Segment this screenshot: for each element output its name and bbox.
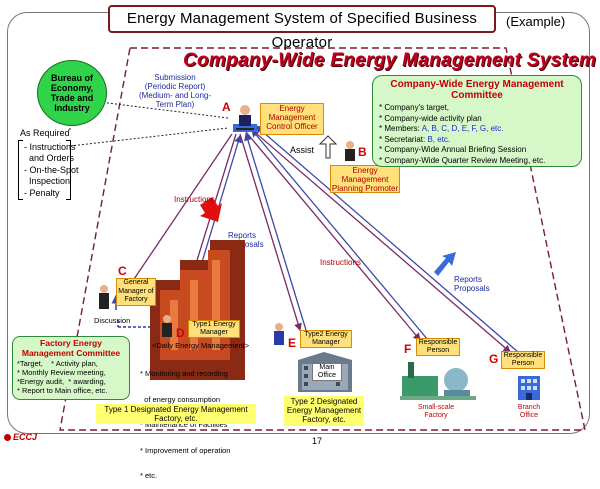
committee-item: * Company-Wide Annual Briefing Session xyxy=(379,145,527,154)
letter-e: E xyxy=(288,336,297,350)
logo-text: ECCJ xyxy=(13,432,38,442)
reports-label-1: Reports Proposals xyxy=(228,231,264,249)
type2-factory-label: Type 2 Designated Energy Management Fact… xyxy=(284,396,364,426)
instructions-label-1: Instructions xyxy=(174,195,215,204)
company-committee-box: Company-Wide Energy Management Committee… xyxy=(372,75,582,167)
assist-arrow xyxy=(318,135,338,159)
promoter-label: Energy Management Planning Promoter xyxy=(330,165,400,193)
officer-label: Energy Management Control Officer xyxy=(260,103,324,135)
factory-committee-item: *Target, * Activity plan, xyxy=(17,359,98,368)
letter-c: C xyxy=(118,264,127,278)
main-office-label: Main Office xyxy=(312,363,342,381)
committee-item: * Company's target, xyxy=(379,103,450,112)
reports-label-2: Reports Proposals xyxy=(454,275,490,293)
general-manager-label: General Manager of Factory xyxy=(116,278,156,306)
branch-office-label: Branch Office xyxy=(517,404,541,419)
branch-office-icon xyxy=(518,376,540,400)
bureau-item-1: - Instructions and Orders xyxy=(24,142,76,163)
small-factory-label: Small-scale Factory xyxy=(417,404,455,419)
daily-item: * etc. xyxy=(140,471,158,480)
line-f-report xyxy=(251,129,429,341)
daily-item: * Maintenance of Facilities xyxy=(140,420,228,429)
branch-person-label: Responsible Person xyxy=(501,351,545,369)
bureau-item-2: - On-the-Spot Inspection xyxy=(24,165,79,186)
letter-b: B xyxy=(358,145,367,159)
factory-committee-item: * Monthly Review meeting, xyxy=(17,368,106,377)
daily-management-title: <Daily Energy Management> xyxy=(152,341,250,350)
submission-arrow xyxy=(83,97,229,119)
eccj-logo: ECCJ xyxy=(4,432,37,442)
assist-label: Assist xyxy=(290,145,315,155)
line-e-report xyxy=(244,132,307,331)
page-number: 17 xyxy=(312,436,323,446)
bureau-circle: Bureau of Economy, Trade and Industry xyxy=(37,60,107,126)
line-g-report xyxy=(255,125,519,353)
reports-blue-arrow xyxy=(434,252,456,276)
type1-manager-label: Type1 Energy Manager xyxy=(188,320,240,338)
members-value: A, B, C, D, E, F, G, etc. xyxy=(421,124,504,133)
instructions-red-arrow xyxy=(200,197,222,222)
type1-manager-icon xyxy=(162,315,172,337)
factory-committee-title: Factory Energy Management Committee xyxy=(21,338,121,358)
letter-g: G xyxy=(489,352,499,366)
secretariat-value: B, etc. xyxy=(427,134,451,144)
daily-item: * Monitoring and recording xyxy=(140,369,228,378)
as-required-label: As Required xyxy=(20,128,70,138)
secretariat-label: * Secretariat: xyxy=(379,134,428,144)
officer-person-icon xyxy=(233,105,257,132)
bureau-label: Bureau of Economy, Trade and Industry xyxy=(50,73,94,113)
factory-committee-item: *Energy audit, * awarding, xyxy=(17,377,106,386)
example-label: (Example) xyxy=(506,14,566,29)
bureau-item-3: - Penalty xyxy=(24,188,60,198)
instructions-label-2: Instructions xyxy=(320,258,361,267)
discussion-label: Discussion xyxy=(94,316,131,325)
daily-item: * Improvement of operation xyxy=(140,445,231,455)
committee-item: * Company-wide activity plan xyxy=(379,113,482,123)
promoter-person-icon xyxy=(345,141,355,161)
line-to-f xyxy=(245,131,421,341)
system-title: Company-Wide Energy Management System xyxy=(183,50,597,71)
submission-label: Submission (Periodic Report) (Medium- an… xyxy=(138,73,212,109)
factory-committee-item: * Report to Main office, etc. xyxy=(17,386,108,395)
letter-a: A xyxy=(222,100,231,114)
as-required-line xyxy=(69,127,229,147)
line-to-g xyxy=(249,127,511,353)
system-boundary xyxy=(59,47,586,431)
factory-committee-box: Factory Energy Management Committee *Tar… xyxy=(12,336,130,400)
type2-manager-label: Type2 Energy Manager xyxy=(300,330,352,348)
general-manager-icon xyxy=(99,285,109,309)
letter-d: D xyxy=(176,326,185,340)
letter-f: F xyxy=(404,342,412,356)
logo-dot-icon xyxy=(4,434,11,442)
daily-item: of energy consumption xyxy=(140,394,221,404)
small-factory-person-label: Responsible Person xyxy=(416,338,460,356)
line-to-e xyxy=(239,133,302,332)
committee-item-secretariat: * Secretariat: B, etc. xyxy=(379,135,575,146)
members-label: * Members: xyxy=(379,124,422,133)
page-title: Energy Management System of Specified Bu… xyxy=(108,5,496,51)
committee-item: * Company-Wide Quarter Review Meeting, e… xyxy=(379,155,546,165)
left-bracket xyxy=(18,140,23,200)
type2-manager-icon xyxy=(274,323,284,345)
line-to-c xyxy=(129,133,233,287)
small-factory-icon xyxy=(400,362,476,400)
committee-title: Company-Wide Energy Management Committee xyxy=(390,79,564,101)
committee-item-members: * Members: A, B, C, D, E, F, G, etc. xyxy=(379,124,575,135)
type1-factory-label: Type 1 Designated Energy Management Fact… xyxy=(96,404,256,424)
right-bracket xyxy=(66,140,71,200)
